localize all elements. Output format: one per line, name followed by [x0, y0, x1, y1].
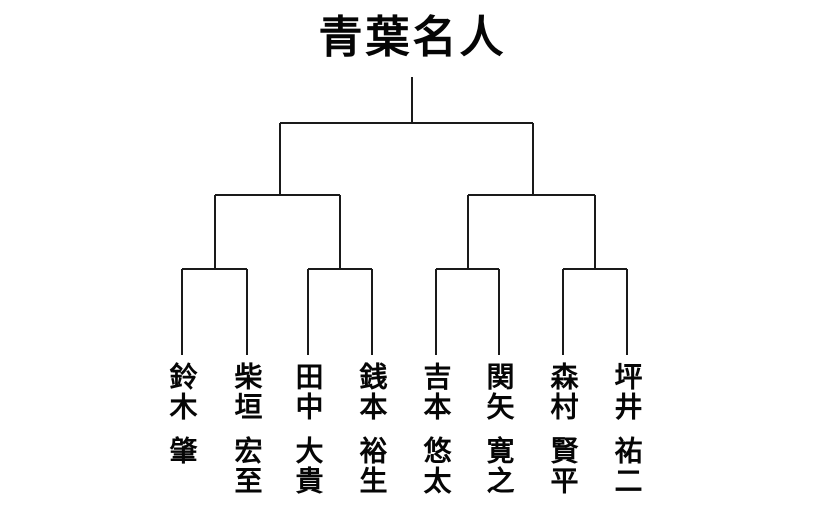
player-name-7[interactable]: 森村賢平	[543, 362, 583, 496]
player-surname: 坪井	[610, 362, 644, 422]
player-given-name: 宏至	[230, 436, 264, 496]
player-surname: 鈴木	[165, 362, 199, 422]
player-surname: 関矢	[482, 362, 516, 422]
player-surname: 田中	[291, 362, 325, 422]
player-given-name: 寛之	[482, 436, 516, 496]
player-name-1[interactable]: 鈴木肇	[162, 362, 202, 466]
player-given-name: 賢平	[546, 436, 580, 496]
player-name-4[interactable]: 銭本裕生	[352, 362, 392, 496]
player-name-5[interactable]: 吉本悠太	[416, 362, 456, 496]
player-surname: 銭本	[355, 362, 389, 422]
player-given-name: 裕生	[355, 436, 389, 496]
player-name-2[interactable]: 柴垣宏至	[227, 362, 267, 496]
player-given-name: 大貴	[291, 436, 325, 496]
player-name-3[interactable]: 田中大貴	[288, 362, 328, 496]
player-given-name: 肇	[165, 436, 199, 466]
player-given-name: 祐二	[610, 436, 644, 496]
player-name-6[interactable]: 関矢寛之	[479, 362, 519, 496]
player-name-8[interactable]: 坪井祐二	[607, 362, 647, 496]
player-surname: 森村	[546, 362, 580, 422]
player-given-name: 悠太	[419, 436, 453, 496]
page-title: 青葉名人	[318, 12, 507, 63]
player-surname: 吉本	[419, 362, 453, 422]
player-surname: 柴垣	[230, 362, 264, 422]
